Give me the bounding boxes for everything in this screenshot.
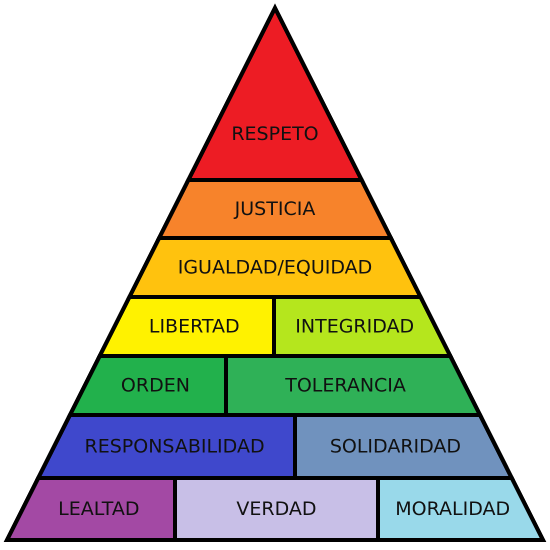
label-orden: ORDEN <box>121 375 190 397</box>
label-solidaridad: SOLIDARIDAD <box>330 436 461 458</box>
label-respeto: RESPETO <box>231 123 318 145</box>
label-responsabilidad: RESPONSABILIDAD <box>85 436 265 458</box>
label-integridad: INTEGRIDAD <box>295 316 414 338</box>
block-respeto <box>185 3 365 182</box>
label-tolerancia: TOLERANCIA <box>284 375 406 397</box>
label-moralidad: MORALIDAD <box>395 498 510 520</box>
label-lealtad: LEALTAD <box>58 498 139 520</box>
label-libertad: LIBERTAD <box>149 316 240 338</box>
label-verdad: VERDAD <box>236 498 316 520</box>
label-justicia: JUSTICIA <box>234 198 316 220</box>
label-igualdad-equidad: IGUALDAD/EQUIDAD <box>178 257 373 279</box>
pyramid-outline <box>3 3 547 542</box>
